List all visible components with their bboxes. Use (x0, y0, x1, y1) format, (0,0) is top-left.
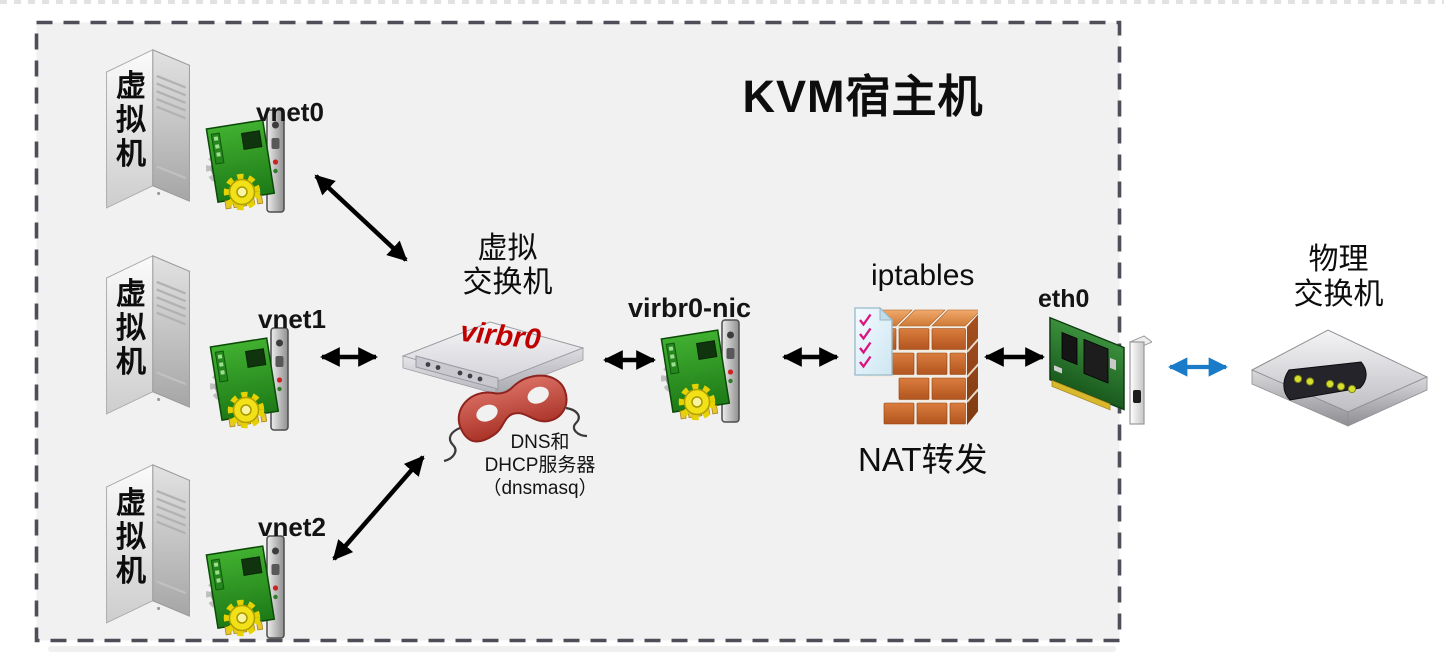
server-tower-icon (95, 243, 201, 421)
network-card-gears-icon (203, 530, 303, 645)
virbr0-nic-label: virbr0-nic (628, 293, 752, 323)
rules-document-icon (854, 306, 894, 376)
network-card-gears-icon (207, 322, 307, 437)
box-shadow (48, 646, 1116, 652)
top-dotted-edge (0, 0, 1444, 4)
nat-caption: NAT转发 (858, 441, 988, 478)
physical-switch-title: 物理 交换机 (1293, 243, 1384, 311)
eth0-label: eth0 (1038, 285, 1090, 313)
server-tower-icon (95, 37, 201, 215)
vm-label: 虚拟机 (116, 70, 146, 171)
vm-label: 虚拟机 (116, 487, 146, 588)
pci-network-card-icon (1049, 316, 1152, 425)
red-mask-icon (443, 374, 588, 463)
server-tower-icon (95, 452, 201, 630)
vnet1-label: vnet1 (258, 304, 326, 334)
iptables-label: iptables (871, 259, 975, 292)
brick-wall-icon (854, 306, 978, 425)
dnsmasq-caption: DNS和 DHCP服务器 （dnsmasq） (482, 432, 598, 499)
physical-switch-icon (1250, 329, 1429, 427)
vnet0-label: vnet0 (256, 97, 324, 127)
network-card-gears-icon (658, 314, 758, 429)
virtual-switch-title: 虚拟 交换机 (462, 232, 553, 299)
host-title: KVM宿主机 (742, 71, 984, 122)
vm-label: 虚拟机 (116, 278, 146, 379)
vnet2-label: vnet2 (258, 512, 326, 542)
